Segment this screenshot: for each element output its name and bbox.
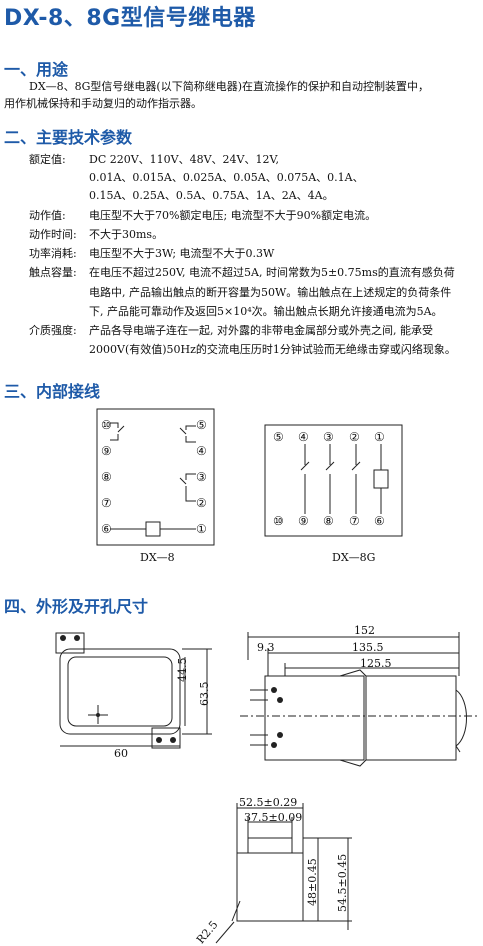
dx8g-wiring-box bbox=[264, 424, 403, 537]
dielectric-label: 介质强度: bbox=[29, 324, 77, 337]
dx8-terminal-3: ③ bbox=[196, 470, 207, 484]
dx8g-top-2: ② bbox=[349, 430, 360, 444]
dx8g-bottom-10: ⑩ bbox=[273, 514, 284, 528]
dx8g-bottom-6: ⑥ bbox=[374, 514, 385, 528]
dx8-caption: DX—8 bbox=[140, 551, 175, 564]
panel-cutout bbox=[236, 852, 304, 922]
dx8g-bottom-8: ⑧ bbox=[323, 514, 334, 528]
action-value: 电压型不大于70%额定电压; 电流型不大于90%额定电流。 bbox=[89, 209, 377, 222]
dim-135-5: 135.5 bbox=[352, 641, 384, 654]
dim-48: 48±0.45 bbox=[306, 858, 319, 906]
dx8-terminal-6: ⑥ bbox=[101, 522, 112, 536]
outline-side-body bbox=[264, 675, 365, 761]
section-heading-wiring: 三、内部接线 bbox=[4, 382, 101, 401]
dim-37-5: 37.5±0.09 bbox=[244, 811, 303, 824]
time-label: 动作时间: bbox=[29, 228, 77, 241]
contact-label: 触点容量: bbox=[29, 266, 77, 279]
dx8-terminal-2: ② bbox=[196, 496, 207, 510]
dielectric-value-2: 2000V(有效值)50Hz的交流电压历时1分钟试验而无绝缘击穿或闪络现象。 bbox=[89, 343, 456, 356]
dx8-terminal-4: ④ bbox=[196, 444, 207, 458]
dim-54-5: 54.5±0.45 bbox=[336, 853, 349, 912]
contact-value-1: 在电压不超过250V, 电流不超过5A, 时间常数为5±0.75ms的直流有感负… bbox=[89, 266, 455, 279]
outline-side-cover bbox=[365, 675, 457, 761]
dx8-terminal-5: ⑤ bbox=[196, 418, 207, 432]
section-heading-purpose: 一、用途 bbox=[4, 60, 69, 79]
dx8g-coil bbox=[373, 469, 389, 489]
rated-label: 额定值: bbox=[29, 153, 66, 166]
dx8g-top-1: ① bbox=[374, 430, 385, 444]
dim-125-5: 125.5 bbox=[360, 657, 392, 670]
dim-63-5: 63.5 bbox=[198, 681, 211, 707]
section-heading-params: 二、主要技术参数 bbox=[4, 128, 133, 147]
power-label: 功率消耗: bbox=[29, 247, 77, 260]
dx8-coil bbox=[145, 521, 161, 537]
dx8g-top-5: ⑤ bbox=[273, 430, 284, 444]
dx8g-bottom-7: ⑦ bbox=[349, 514, 360, 528]
outline-front-body bbox=[59, 648, 181, 735]
dim-60: 60 bbox=[114, 747, 128, 760]
contact-value-3: 下, 产品能可靠动作及返回5×10⁴次。输出触点长期允许接通电流为5A。 bbox=[89, 305, 443, 318]
dx8-terminal-9: ⑨ bbox=[101, 444, 112, 458]
dx8g-caption: DX—8G bbox=[332, 551, 376, 564]
dx8g-top-3: ③ bbox=[323, 430, 334, 444]
rated-value-3: 0.15A、0.25A、0.5A、0.75A、1A、2A、4A。 bbox=[89, 189, 334, 202]
dielectric-value-1: 产品各导电端子连在一起, 对外露的非带电金属部分或外壳之间, 能承受 bbox=[89, 324, 433, 337]
dim-52-5: 52.5±0.29 bbox=[239, 796, 298, 809]
action-label: 动作值: bbox=[29, 209, 66, 222]
dim-9-3: 9.3 bbox=[257, 641, 275, 654]
dx8-terminal-1: ① bbox=[196, 522, 207, 536]
dx8-terminal-7: ⑦ bbox=[101, 496, 112, 510]
dim-152: 152 bbox=[354, 624, 375, 637]
section-heading-outline: 四、外形及开孔尺寸 bbox=[4, 597, 149, 616]
purpose-line-1: DX—8、8G型信号继电器(以下简称继电器)在直流操作的保护和自动控制装置中， bbox=[29, 80, 430, 93]
dim-44-5: 44.5 bbox=[176, 657, 189, 683]
dx8-terminal-10: ⑩ bbox=[101, 418, 112, 432]
dx8-terminal-8: ⑧ bbox=[101, 470, 112, 484]
dx8g-bottom-9: ⑨ bbox=[298, 514, 309, 528]
contact-value-2: 电路中, 产品输出触点的断开容量为50W。输出触点在上述规定的负荷条件 bbox=[89, 286, 452, 299]
page-title: DX-8、8G型信号继电器 bbox=[4, 6, 256, 31]
rated-value-1: DC 220V、110V、48V、24V、12V, bbox=[89, 153, 280, 166]
time-value: 不大于30ms。 bbox=[89, 228, 164, 241]
dx8g-top-4: ④ bbox=[298, 430, 309, 444]
rated-value-2: 0.01A、0.015A、0.025A、0.05A、0.075A、0.1A、 bbox=[89, 171, 364, 184]
purpose-line-2: 用作机械保持和手动复归的动作指示器。 bbox=[4, 97, 202, 110]
power-value: 电压型不大于3W; 电流型不大于0.3W bbox=[89, 247, 275, 260]
dx8-wiring-box bbox=[96, 408, 215, 546]
